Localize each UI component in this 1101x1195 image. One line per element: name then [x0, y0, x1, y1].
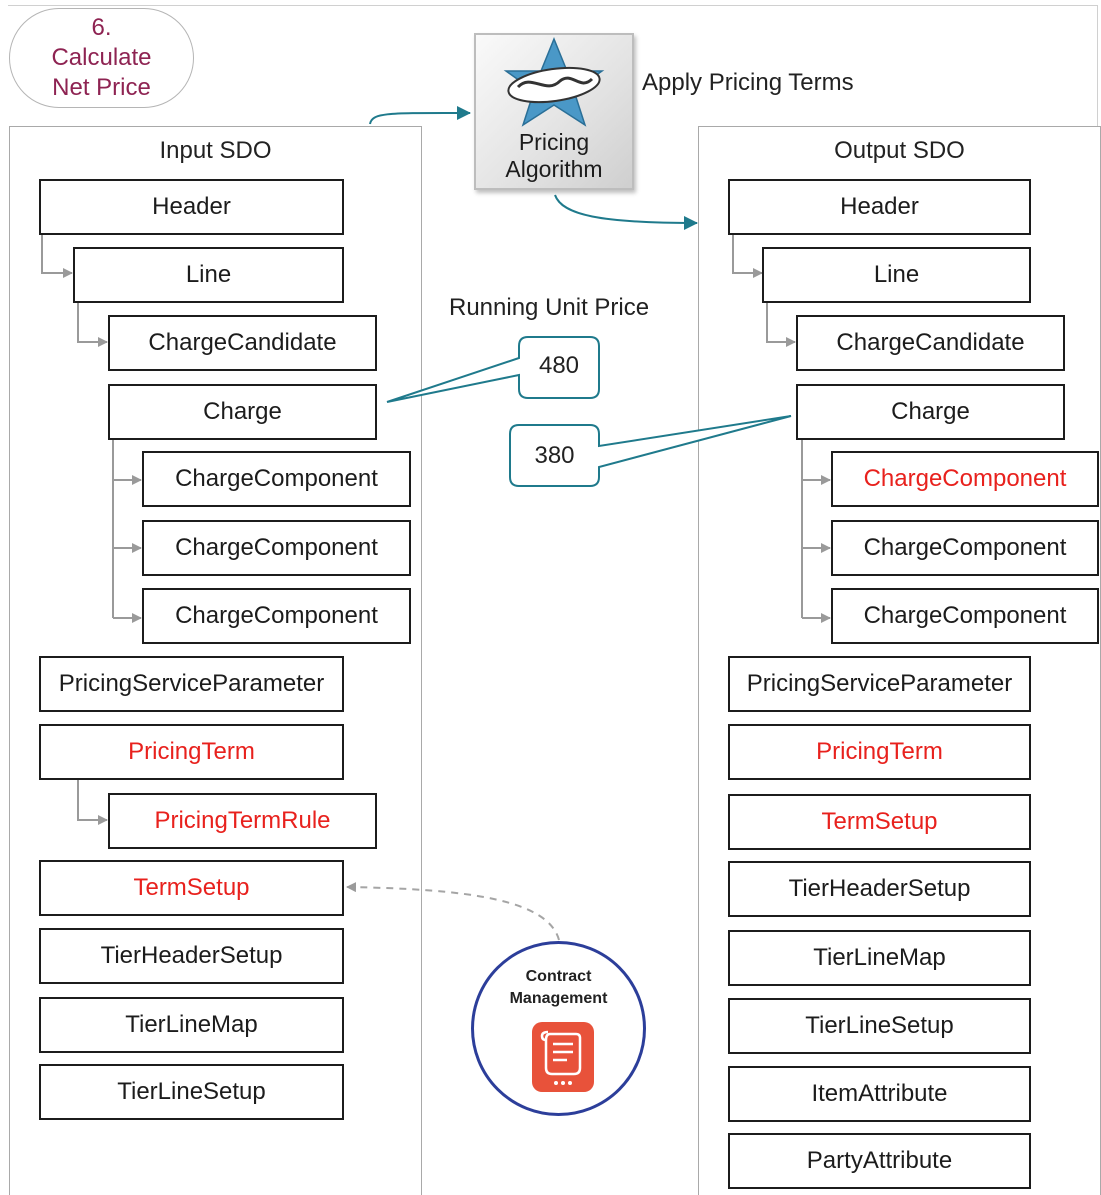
output-box-pricing-term: PricingTerm	[728, 724, 1031, 780]
output-box-charge-component-3: ChargeComponent	[831, 588, 1099, 644]
running-price-output-value: 380	[534, 442, 575, 469]
output-box-charge: Charge	[796, 384, 1065, 440]
output-box-charge-component-1: ChargeComponent	[831, 451, 1099, 507]
input-box-pricing-term: PricingTerm	[39, 724, 344, 780]
input-box-charge-candidate: ChargeCandidate	[108, 315, 377, 371]
input-box-charge: Charge	[108, 384, 377, 440]
output-box-tier-header-setup: TierHeaderSetup	[728, 861, 1031, 917]
contract-management-label: Contract Management	[509, 968, 608, 1007]
output-box-line: Line	[762, 247, 1031, 303]
input-box-charge-component-2: ChargeComponent	[142, 520, 411, 576]
input-box-term-setup: TermSetup	[39, 860, 344, 916]
input-box-tier-line-setup: TierLineSetup	[39, 1064, 344, 1120]
input-box-tier-header-setup: TierHeaderSetup	[39, 928, 344, 984]
output-box-charge-candidate: ChargeCandidate	[796, 315, 1065, 371]
groovy-logo-icon	[503, 37, 605, 127]
input-box-charge-component-1: ChargeComponent	[142, 451, 411, 507]
pricing-algorithm-box: Pricing Algorithm	[474, 33, 634, 190]
output-box-party-attribute: PartyAttribute	[728, 1133, 1031, 1189]
output-box-charge-component-2: ChargeComponent	[831, 520, 1099, 576]
scroll-icon	[532, 1022, 594, 1092]
output-sdo-title: Output SDO	[834, 137, 965, 164]
apply-pricing-terms-label: Apply Pricing Terms	[642, 69, 854, 96]
output-box-item-attribute: ItemAttribute	[728, 1066, 1031, 1122]
input-box-pricing-term-rule: PricingTermRule	[108, 793, 377, 849]
pricing-algorithm-label: Pricing Algorithm	[505, 129, 603, 182]
running-price-label: Running Unit Price	[449, 294, 650, 321]
input-box-pricing-service-parameter: PricingServiceParameter	[39, 656, 344, 712]
output-box-tier-line-setup: TierLineSetup	[728, 998, 1031, 1054]
input-box-header: Header	[39, 179, 344, 235]
step-label: 6. Calculate Net Price	[9, 8, 194, 108]
output-box-pricing-service-parameter: PricingServiceParameter	[728, 656, 1031, 712]
running-price-input-value: 480	[538, 352, 580, 379]
output-box-tier-line-map: TierLineMap	[728, 930, 1031, 986]
input-box-charge-component-3: ChargeComponent	[142, 588, 411, 644]
input-box-line: Line	[73, 247, 344, 303]
output-box-header: Header	[728, 179, 1031, 235]
input-sdo-title: Input SDO	[159, 137, 272, 164]
contract-management-badge: Contract Management	[471, 941, 646, 1116]
output-box-term-setup: TermSetup	[728, 794, 1031, 850]
input-box-tier-line-map: TierLineMap	[39, 997, 344, 1053]
